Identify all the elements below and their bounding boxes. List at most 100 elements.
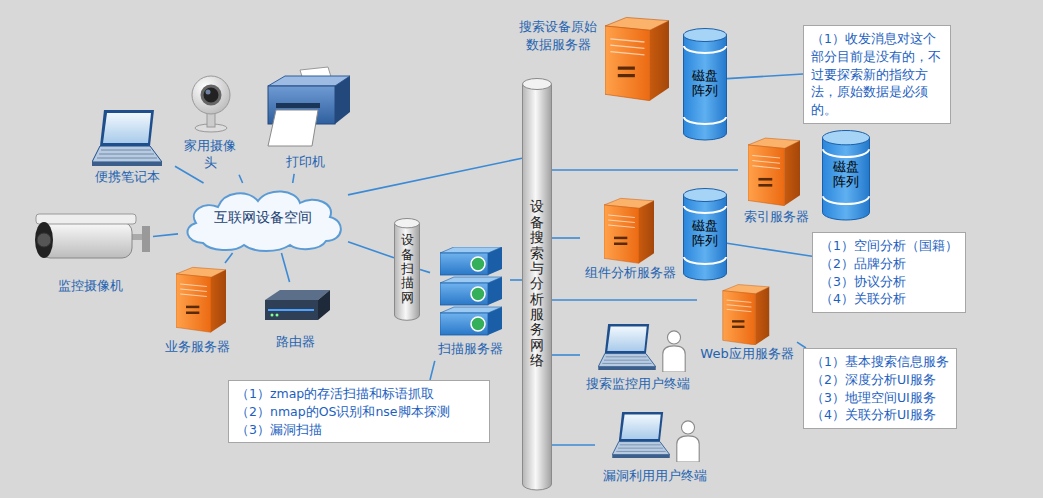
callout-text: （1）收发消息对这个部分目前是没有的，不过要探索新的指纹方法，原始数据是必须的。 [811,30,943,119]
device-node: 监控摄像机 [28,208,153,298]
router-icon [276,314,279,317]
callout-text: （1）基本搜索信息服务 [811,353,949,371]
person-icon [677,421,699,462]
connector [510,279,522,281]
disk-array: 磁盘阵列 [822,130,870,220]
user-terminal: 漏洞利用用户终端 [595,406,715,488]
connector [175,166,204,183]
connector [293,174,294,183]
cylinder-body [684,35,727,140]
cloud-shape [188,191,341,251]
device-node: 打印机 [258,66,353,174]
printer-icon [335,76,350,124]
disk-separator [823,149,869,157]
device-node: 便携笔记本 [80,105,175,189]
printer-icon [268,110,318,146]
cylinder-cap [395,219,420,228]
callout-box: （1）基本搜索信息服务（2）深度分析UI服务（3）地理空间UI服务（4）关联分析… [803,348,957,429]
callout-text: （1）空间分析（国籍） [820,237,958,255]
callout-box: （1）空间分析（国籍）（2）品牌分析（3）协议分析（4）关联分析 [812,232,966,313]
server-node: 索引服务器 [738,133,814,229]
person-icon [663,331,685,372]
node-label: 路由器 [258,334,333,351]
connector [239,175,243,183]
node-label: 打印机 [258,154,353,171]
callout-text: （2）深度分析UI服务 [811,371,949,389]
cylinder-cap [523,79,552,90]
node-label: Web应用服务器 [697,346,797,363]
network-cylinder: 设备扫描网 [394,218,420,320]
laptop-icon [598,324,656,370]
laptop-icon [92,110,162,166]
webcam-icon [206,90,211,95]
webcam-icon [192,76,230,132]
vertical-label: 设备搜索与分析服务网络 [530,199,544,368]
cylinder-body [395,223,420,320]
callout-text: （4）关联分析UI服务 [811,406,949,424]
connector [430,361,435,380]
server-icon [723,285,770,345]
cylinder-cap [684,189,727,202]
disk-separator [684,46,726,53]
device-node: 路由器 [258,282,333,354]
laptop-icon [598,324,656,370]
connector [552,354,580,356]
server-icon [605,17,669,100]
node-label: 家用摄像头 [180,138,240,172]
printer-icon [276,103,320,108]
surveillance-camera-icon [36,214,136,224]
laptop-icon [612,412,670,458]
cylinder-cap [684,29,727,42]
connector [348,242,394,258]
node-label: 搜索设备原始数据服务器 [516,18,600,53]
surveillance-camera-icon [37,233,51,247]
callout-text: （2）品牌分析 [820,255,958,273]
server-icon [748,138,800,206]
connector [281,253,289,282]
connector [420,269,430,272]
connector [552,237,580,239]
callout-text: （3）地理空间UI服务 [811,389,949,407]
connector [727,74,803,79]
node-label: 监控摄像机 [28,278,153,295]
callout-box: （1）zmap的存活扫描和标语抓取（2）nmap的OS识别和nse脚本探测（3）… [228,380,490,443]
node-label: 磁盘阵列 [692,219,718,249]
cylinder-body [684,195,727,280]
disk-array: 磁盘阵列 [683,28,727,140]
callout-box: （1）收发消息对这个部分目前是没有的，不过要探索新的指纹方法，原始数据是必须的。 [803,25,951,124]
router-icon [268,309,314,311]
connector [552,299,697,301]
node-label: 磁盘阵列 [833,160,859,190]
surveillance-camera-icon [35,214,150,258]
server-node: 搜索设备原始数据服务器 [516,12,672,107]
node-label: 业务服务器 [155,339,240,356]
vertical-label: 设备扫描网 [401,233,414,304]
callout-text: （4）关联分析 [820,290,958,308]
webcam-icon [192,76,230,114]
disk-separator [684,257,726,264]
server-node: Web应用服务器 [697,280,797,366]
cloud-network: 互联网设备空间 [178,183,348,253]
webcam-icon [202,86,220,104]
surveillance-camera-icon [40,222,132,258]
connector [552,169,738,171]
person-icon [663,331,685,372]
server-node: 业务服务器 [155,263,240,359]
node-label: 扫描服务器 [430,341,510,358]
server-icon [176,267,226,332]
cylinder-body [523,84,552,490]
rack-server-icon [440,247,502,335]
callout-text: （2）nmap的OS识别和nse脚本探测 [236,403,482,421]
node-label: 组件分析服务器 [580,265,680,282]
network-cylinder: 设备搜索与分析服务网络 [522,78,552,490]
server-icon [176,267,226,332]
connector [348,158,522,195]
server-icon [748,138,800,206]
cylinder-body [823,138,870,220]
person-icon [677,421,699,462]
router-icon [265,300,318,320]
surveillance-camera-icon [142,226,150,252]
disk-separator [823,196,869,204]
disk-separator [684,117,726,124]
